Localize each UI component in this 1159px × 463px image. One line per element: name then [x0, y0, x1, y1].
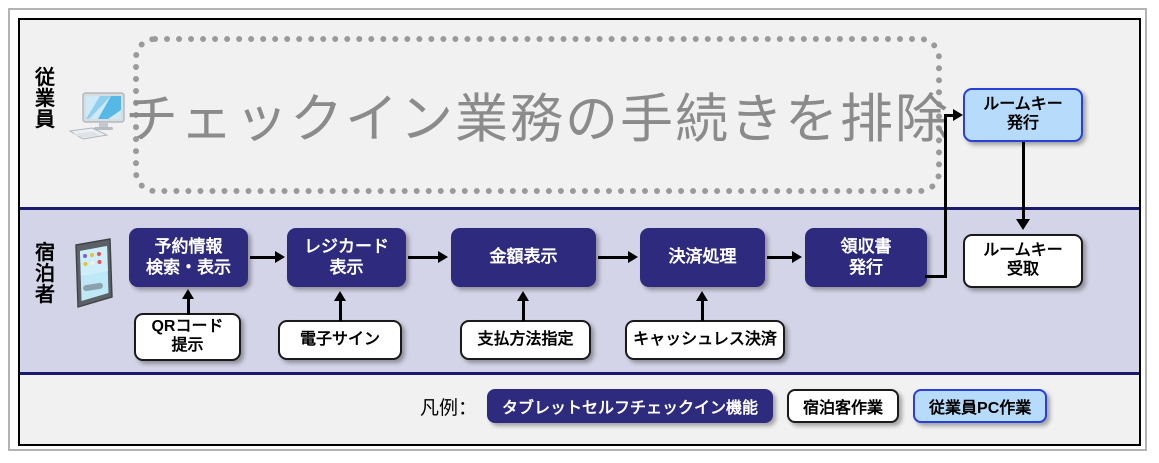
connector-receipt-up — [944, 114, 947, 278]
legend-chip-guest-task[interactable]: 宿泊客作業 — [787, 389, 900, 423]
legend-caption: 凡例： — [420, 397, 478, 419]
lane-label-guest-char-1: 宿 — [35, 242, 55, 264]
lane-label-employee-char-3: 員 — [35, 109, 55, 131]
arrowhead-amount — [438, 251, 448, 263]
node-room-key-issue[interactable]: ルームキー 発行 — [963, 88, 1083, 142]
connector-reservation-to-registration — [250, 256, 277, 259]
arrowhead-registration — [275, 251, 285, 263]
legend: 凡例： タブレットセルフチェックイン機能 宿泊客作業 従業員PC作業 — [420, 386, 1120, 426]
node-payment-processing[interactable]: 決済処理 — [640, 228, 765, 287]
lane-label-guest-char-3: 者 — [35, 284, 55, 306]
connector-receipt-right — [925, 275, 947, 278]
node-cashless-payment[interactable]: キャッシュレス決済 — [625, 320, 785, 360]
arrowhead-payment — [628, 251, 638, 263]
legend-chip-employee-pc-task[interactable]: 従業員PC作業 — [913, 389, 1048, 423]
lane-label-employee-char-1: 従 — [35, 67, 55, 89]
arrowhead-room-key-receive — [1016, 219, 1030, 230]
connector-esign-to-registration — [339, 300, 342, 321]
connector-payment-to-receipt — [767, 256, 793, 259]
connector-registration-to-amount — [408, 256, 439, 259]
arrowhead-payment-up — [696, 291, 708, 301]
connector-into-room-key-issue — [944, 114, 956, 117]
node-receipt-issue[interactable]: 領収書 発行 — [805, 228, 927, 287]
connector-cashless-to-payment — [701, 300, 704, 321]
desktop-computer-icon — [68, 92, 125, 140]
arrowhead-room-key-issue — [953, 109, 963, 121]
arrowhead-reservation-up — [182, 289, 194, 299]
arrowhead-registration-up — [334, 291, 346, 301]
node-qr-code[interactable]: QRコード 提示 — [134, 313, 241, 361]
node-e-signature[interactable]: 電子サイン — [278, 320, 402, 360]
lane-label-guest: 宿 泊 者 — [32, 243, 58, 306]
connector-issue-to-receive — [1022, 142, 1025, 222]
node-registration-card[interactable]: レジカード 表示 — [287, 228, 406, 287]
connector-amount-to-payment — [598, 256, 628, 259]
node-reservation[interactable]: 予約情報 検索・表示 — [129, 228, 248, 287]
lane-label-guest-char-2: 泊 — [35, 263, 55, 285]
lane-label-employee: 従 業 員 — [32, 68, 58, 131]
legend-chip-tablet-self-checkin[interactable]: タブレットセルフチェックイン機能 — [487, 389, 774, 423]
lane-employee — [20, 20, 1139, 206]
banner-dashed-box: チェックイン業務の手続きを排除 — [125, 36, 948, 194]
node-room-key-receive[interactable]: ルームキー 受取 — [963, 234, 1083, 288]
arrowhead-receipt — [792, 251, 802, 263]
node-payment-method[interactable]: 支払方法指定 — [460, 320, 591, 360]
node-amount-display[interactable]: 金額表示 — [451, 228, 596, 287]
arrowhead-amount-up — [517, 291, 529, 301]
connector-qr-to-reservation — [187, 298, 190, 315]
banner-text: チェックイン業務の手続きを排除 — [125, 89, 950, 150]
lane-label-employee-char-2: 業 — [35, 88, 55, 110]
connector-paymethod-to-amount — [522, 300, 525, 321]
tablet-icon — [75, 238, 113, 308]
